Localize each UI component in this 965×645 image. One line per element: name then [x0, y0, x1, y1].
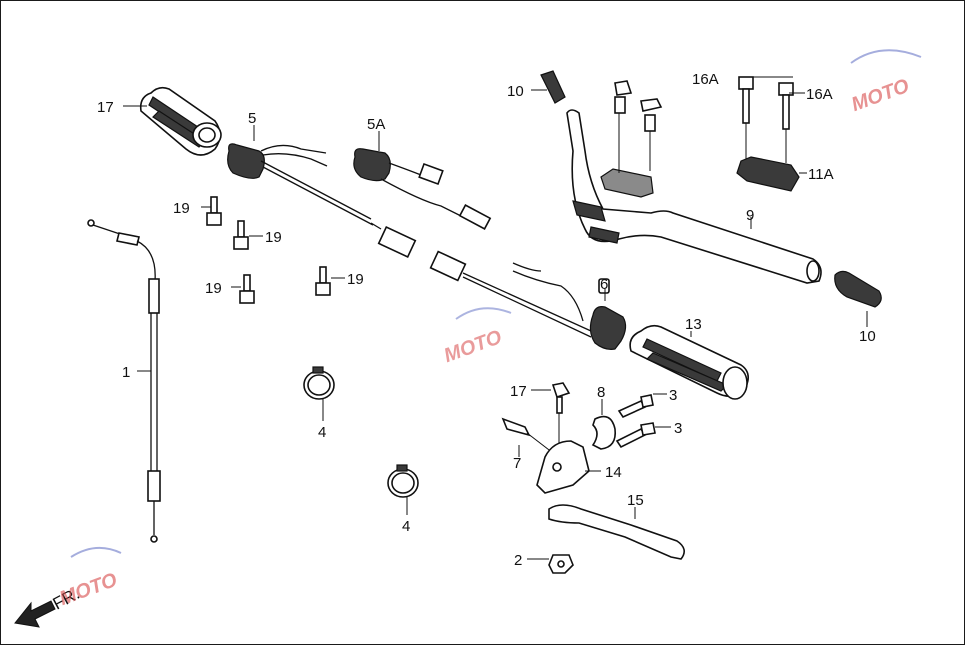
watermark-logo-center: MOTO: [441, 307, 512, 367]
callout-16a-left: 16A: [692, 71, 719, 88]
watermark-logo-top-right: MOTO: [849, 49, 922, 116]
left-switch-part-5: [227, 143, 417, 258]
callout-16a-right: 16A: [806, 86, 833, 103]
callout-4-lower: 4: [402, 518, 410, 535]
callout-10-right: 10: [859, 328, 876, 345]
svg-text:MOTO: MOTO: [849, 75, 913, 116]
callout-14: 14: [605, 464, 622, 481]
throttle-cable-part-1: [87, 219, 161, 543]
callout-11a: 11A: [808, 166, 834, 183]
callout-4-upper: 4: [318, 424, 326, 441]
callout-19-d: 19: [347, 271, 364, 288]
right-switch-wiring: [429, 250, 592, 338]
svg-text:MOTO: MOTO: [57, 569, 121, 610]
callout-12: 17: [97, 99, 114, 116]
callout-7: 7: [513, 455, 521, 472]
callout-3-lower: 3: [674, 420, 682, 437]
handlebar-part-9: [566, 109, 822, 284]
callout-5a: 5A: [367, 116, 385, 133]
callout-8: 8: [597, 384, 605, 401]
right-switch-part-6: [589, 278, 627, 350]
leader-lines: [123, 76, 868, 560]
left-grip-part-12: [139, 86, 222, 156]
callout-labels: 17 5 5A 10 16A 16A 11A 9 19 19 19 19 6 1…: [97, 71, 876, 569]
bar-end-part-10: [540, 70, 882, 308]
right-grip-part-13: [629, 324, 749, 400]
callout-19-a: 19: [173, 200, 190, 217]
callout-15: 15: [627, 492, 644, 509]
callout-9: 9: [746, 207, 754, 224]
direction-arrow-icon: [14, 600, 56, 628]
callout-10-top: 10: [507, 83, 524, 100]
callout-19-b: 19: [265, 229, 282, 246]
handlebar-holder: [600, 80, 663, 198]
callout-13: 13: [685, 316, 702, 333]
callout-3-upper: 3: [669, 387, 677, 404]
callout-6: 6: [600, 276, 608, 293]
callout-2: 2: [514, 552, 522, 569]
callout-19-c: 19: [205, 280, 222, 297]
callout-17: 17: [510, 383, 527, 400]
callout-1: 1: [122, 364, 130, 381]
watermark-logo-bottom-left: MOTO: [57, 546, 122, 610]
clamps-part-4: [303, 366, 419, 498]
clutch-lever-assembly: [501, 382, 685, 574]
upper-holder-part-11a: [736, 76, 800, 192]
callout-5: 5: [248, 110, 256, 127]
bolts-part-19: [206, 196, 331, 304]
svg-text:MOTO: MOTO: [441, 326, 505, 367]
switch-part-5a: [353, 148, 492, 230]
